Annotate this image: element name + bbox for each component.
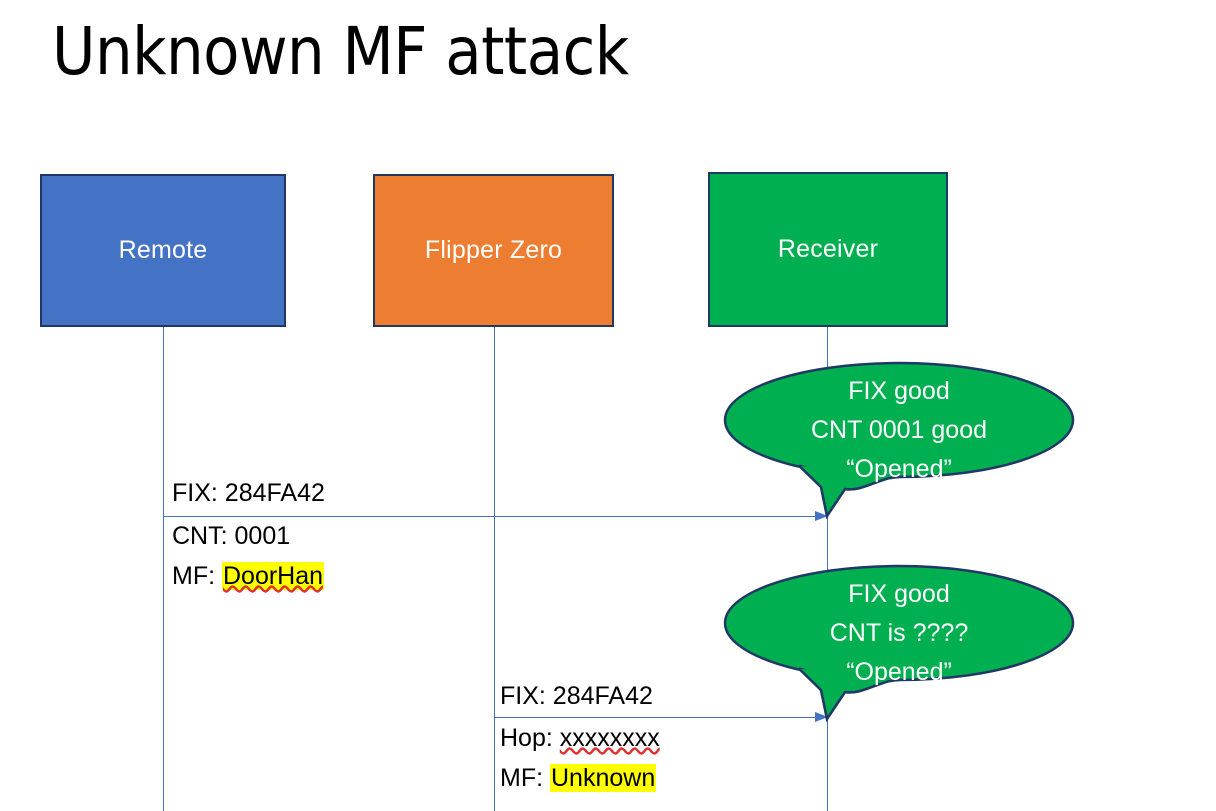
message-2-line-3-label: MF:	[500, 764, 544, 792]
message-1-line-3-label: MF:	[172, 562, 216, 590]
actor-box-flipper-zero[interactable]: Flipper Zero	[373, 174, 614, 327]
message-1-line-2-value: 0001	[234, 522, 291, 550]
lifeline-flipper	[494, 327, 495, 811]
message-2-line-3-value: Unknown	[550, 764, 657, 792]
message-2-line-2-label: Hop:	[500, 724, 553, 752]
speech-bubble-1-shape	[723, 361, 1075, 520]
lifeline-receiver	[827, 327, 828, 811]
message-1-line-3: MF: DoorHan	[172, 556, 325, 596]
message-2-line-1-label: FIX:	[500, 682, 546, 710]
actor-box-remote[interactable]: Remote	[40, 174, 286, 327]
lifeline-remote	[163, 327, 164, 811]
speech-bubble-receiver-1[interactable]: FIX good CNT 0001 good “Opened”	[723, 361, 1075, 520]
message-2-line-1: FIX: 284FA42	[500, 676, 653, 716]
page-title: Unknown MF attack	[52, 13, 629, 90]
message-1-line-3-value: DoorHan	[222, 562, 325, 590]
message-2-line-2-value: xxxxxxxx	[559, 724, 660, 752]
message-2-line-1-value: 284FA42	[552, 682, 653, 710]
message-arrow-remote-to-receiver	[163, 511, 828, 521]
message-1-line-2-label: CNT:	[172, 522, 228, 550]
speech-bubble-2-shape	[723, 564, 1075, 723]
message-1-line-2: CNT: 0001	[172, 516, 290, 556]
actor-label-receiver: Receiver	[777, 235, 879, 263]
speech-bubble-receiver-2[interactable]: FIX good CNT is ???? “Opened”	[723, 564, 1075, 723]
actor-label-flipper-zero: Flipper Zero	[424, 236, 563, 264]
message-1-line-1: FIX: 284FA42	[172, 473, 325, 513]
message-1-line-1-label: FIX:	[172, 479, 218, 507]
actor-label-remote: Remote	[118, 236, 208, 264]
message-1-line-1-value: 284FA42	[224, 479, 325, 507]
message-2-line-3: MF: Unknown	[500, 758, 657, 798]
message-2-line-2: Hop: xxxxxxxx	[500, 718, 660, 758]
actor-box-receiver[interactable]: Receiver	[708, 172, 948, 327]
message-arrow-flipper-to-receiver	[494, 712, 828, 722]
